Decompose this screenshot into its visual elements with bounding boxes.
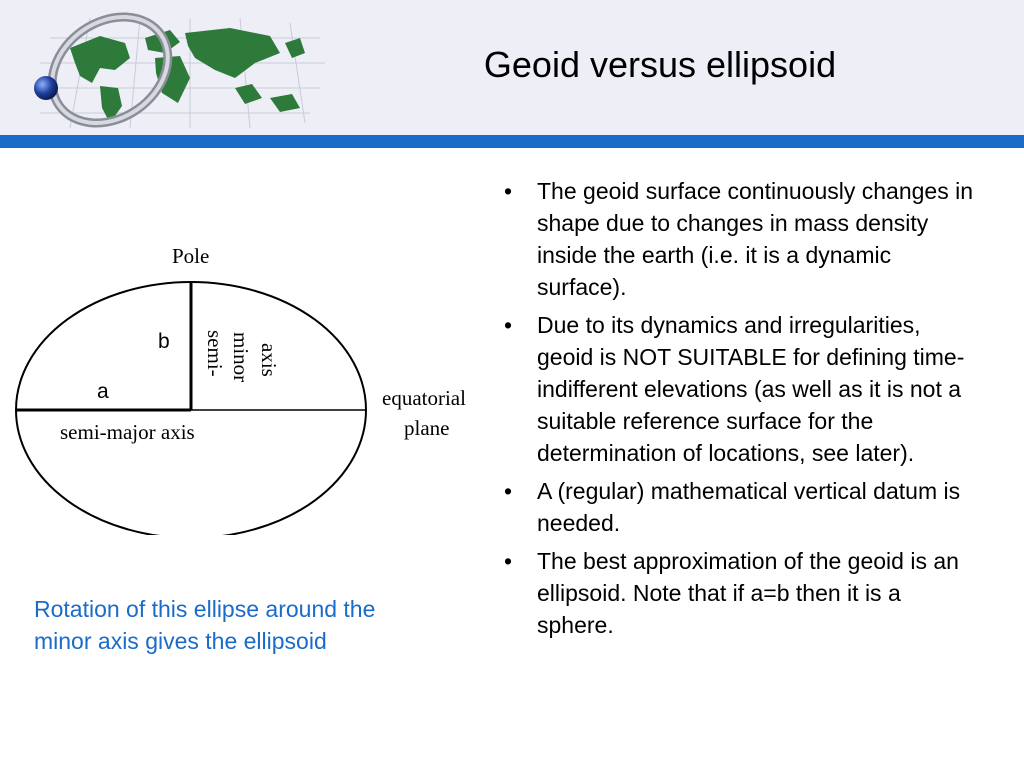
equatorial-label-2: plane [404, 416, 449, 440]
bullet-item: • Due to its dynamics and irregularities,… [497, 309, 977, 469]
bullet-item: • The geoid surface continuously changes … [497, 175, 977, 303]
semi-minor-label-1: semi- [203, 330, 227, 377]
ellipse-diagram: Pole b a semi- minor axis semi-major axi… [15, 244, 466, 535]
world-map-globe-ring-icon [34, 12, 325, 129]
bullet-marker: • [504, 478, 513, 504]
b-label: b [158, 330, 170, 353]
a-label: a [97, 380, 109, 403]
bullet-item: • A (regular) mathematical vertical datum… [497, 475, 977, 539]
bullet-text: The best approximation of the geoid is a… [537, 548, 959, 638]
bullet-item: • The best approximation of the geoid is … [497, 545, 977, 641]
bullet-text: Due to its dynamics and irregularities, … [537, 312, 965, 466]
bullet-list: • The geoid surface continuously changes … [497, 175, 977, 647]
bullet-text: The geoid surface continuously changes i… [537, 178, 974, 300]
diagram-caption: Rotation of this ellipse around the mino… [34, 593, 474, 657]
slide-title: Geoid versus ellipsoid [483, 44, 837, 85]
pole-label: Pole [172, 244, 209, 268]
caption-line-2: minor axis gives the ellipsoid [34, 628, 327, 654]
bullet-marker: • [504, 548, 513, 574]
equatorial-label-1: equatorial [382, 386, 466, 410]
semi-major-axis-label: semi-major axis [60, 420, 195, 444]
bullet-marker: • [504, 178, 513, 204]
semi-minor-label-2: minor [229, 332, 253, 382]
header-accent-bar [0, 135, 1024, 148]
semi-minor-label-3: axis [257, 343, 281, 377]
bullet-marker: • [504, 312, 513, 338]
bullet-text: A (regular) mathematical vertical datum … [537, 478, 961, 536]
globe-ball-icon [34, 76, 58, 100]
caption-line-1: Rotation of this ellipse around the [34, 596, 376, 622]
